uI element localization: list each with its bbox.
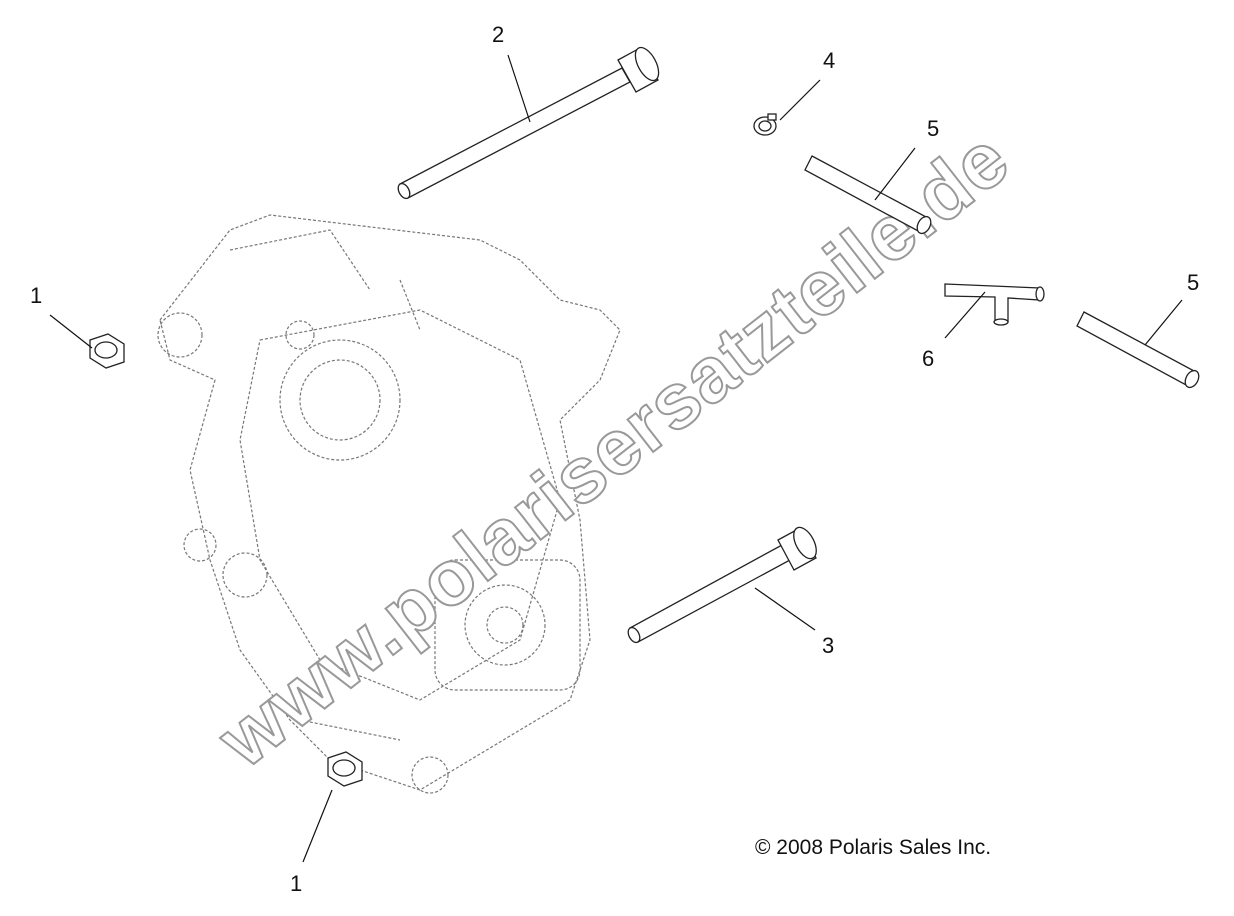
callout-5-right: 5 (1187, 270, 1199, 295)
nut-left (89, 333, 125, 369)
transmission-housing (157, 214, 621, 794)
leader-lines (49, 54, 1183, 863)
callout-1-left: 1 (30, 283, 42, 308)
clamp (753, 113, 777, 136)
hose-upper (804, 155, 932, 235)
callout-2: 2 (492, 22, 504, 47)
callout-5-upper: 5 (927, 116, 939, 141)
bolt-upper (397, 46, 660, 200)
callout-3: 3 (822, 633, 834, 658)
callout-6: 6 (922, 346, 934, 371)
bolt-lower (627, 526, 817, 644)
nut-bottom (327, 751, 363, 787)
callout-1-bottom: 1 (290, 871, 302, 896)
callout-4: 4 (823, 48, 835, 73)
copyright-notice: © 2008 Polaris Sales Inc. (755, 836, 992, 859)
hose-right (1076, 311, 1200, 389)
t-fitting (944, 283, 1045, 326)
